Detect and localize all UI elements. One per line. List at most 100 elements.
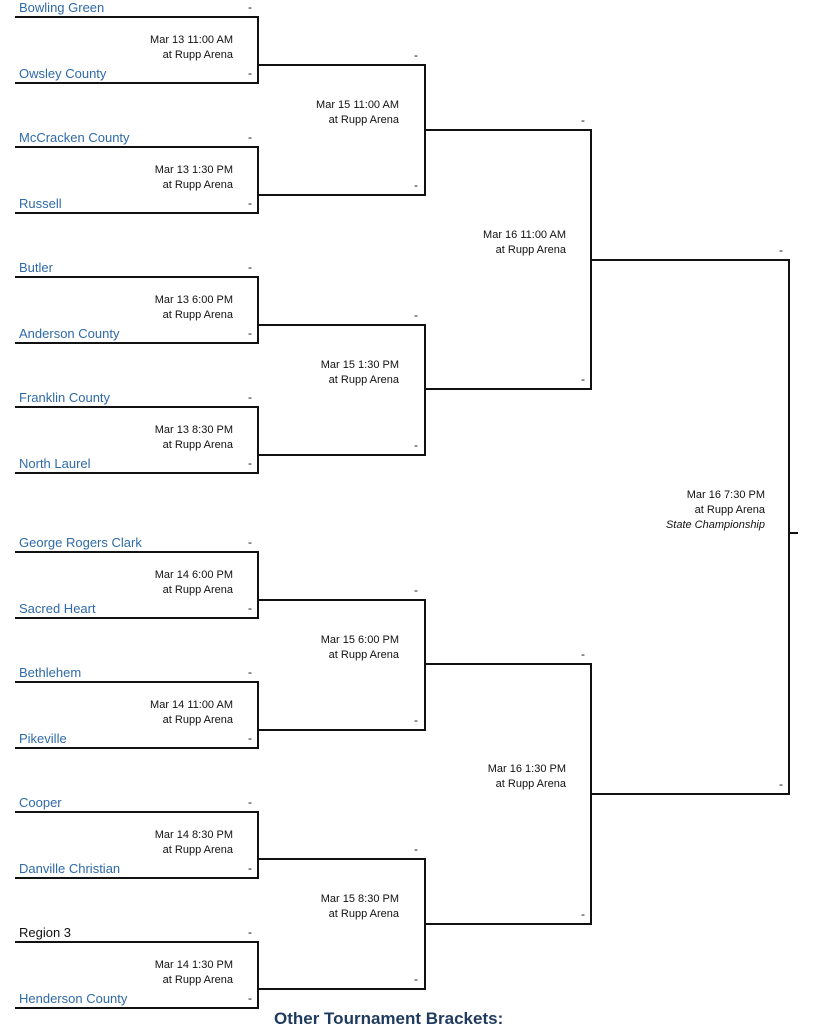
game-venue: at Rupp Arena xyxy=(328,114,399,126)
team-line xyxy=(591,259,790,261)
other-brackets-heading: Other Tournament Brackets: xyxy=(274,1009,504,1028)
game-venue: at Rupp Arena xyxy=(328,649,399,661)
score: - xyxy=(414,438,418,452)
game-venue: at Rupp Arena xyxy=(495,244,566,256)
team-line xyxy=(258,64,426,66)
team-line xyxy=(15,82,259,84)
game-date: Mar 15 11:00 AM xyxy=(316,99,399,111)
score: - xyxy=(248,731,252,745)
team-line xyxy=(591,793,790,795)
team-link[interactable]: Owsley County xyxy=(19,66,107,81)
team-line xyxy=(15,617,259,619)
game-date: Mar 15 8:30 PM xyxy=(320,893,399,905)
team-line xyxy=(258,988,426,990)
bracket-connector xyxy=(257,406,259,474)
team-line xyxy=(15,877,259,879)
score: - xyxy=(248,601,252,615)
score: - xyxy=(248,795,252,809)
score: - xyxy=(248,665,252,679)
game-venue: at Rupp Arena xyxy=(162,844,233,856)
bracket-connector xyxy=(424,599,426,731)
game-venue: at Rupp Arena xyxy=(694,504,765,516)
game-info: Mar 15 1:30 PM at Rupp Arena xyxy=(321,358,399,388)
game-date: Mar 13 11:00 AM xyxy=(150,34,233,46)
game-date: Mar 16 1:30 PM xyxy=(487,763,566,775)
team-link[interactable]: Henderson County xyxy=(19,991,128,1006)
game-info: Mar 13 8:30 PM at Rupp Arena xyxy=(155,423,233,453)
score: - xyxy=(248,535,252,549)
game-info: Mar 15 11:00 AM at Rupp Arena xyxy=(316,98,399,128)
bracket-connector xyxy=(257,681,259,749)
score: - xyxy=(581,113,585,127)
team-line xyxy=(258,194,426,196)
game-date: Mar 14 11:00 AM xyxy=(150,699,233,711)
team-link[interactable]: Cooper xyxy=(19,795,62,810)
score: - xyxy=(414,583,418,597)
team-link[interactable]: Danville Christian xyxy=(19,861,121,876)
score: - xyxy=(248,991,252,1005)
bracket-connector xyxy=(257,941,259,1009)
game-date: Mar 16 11:00 AM xyxy=(483,229,566,241)
score: - xyxy=(414,842,418,856)
score: - xyxy=(248,130,252,144)
game-date: Mar 13 8:30 PM xyxy=(154,424,233,436)
game-venue: at Rupp Arena xyxy=(328,908,399,920)
team-link[interactable]: Russell xyxy=(19,196,62,211)
team-link[interactable]: George Rogers Clark xyxy=(19,535,142,550)
score: - xyxy=(248,861,252,875)
game-info: Mar 15 8:30 PM at Rupp Arena xyxy=(321,892,399,922)
game-info: Mar 14 1:30 PM at Rupp Arena xyxy=(155,958,233,988)
team-link[interactable]: Bowling Green xyxy=(19,0,105,15)
team-link[interactable]: North Laurel xyxy=(19,456,91,471)
game-date: Mar 15 1:30 PM xyxy=(320,359,399,371)
game-venue: at Rupp Arena xyxy=(162,439,233,451)
team-line xyxy=(425,129,592,131)
team-line xyxy=(258,729,426,731)
team-line xyxy=(15,16,259,18)
score: - xyxy=(248,196,252,210)
team-line xyxy=(258,454,426,456)
team-link[interactable]: McCracken County xyxy=(19,130,130,145)
game-venue: at Rupp Arena xyxy=(162,49,233,61)
game-info: Mar 13 11:00 AM at Rupp Arena xyxy=(150,33,233,63)
game-date: Mar 15 6:00 PM xyxy=(320,634,399,646)
score: - xyxy=(414,972,418,986)
game-date: Mar 14 1:30 PM xyxy=(154,959,233,971)
champion-line xyxy=(789,532,798,534)
team-link[interactable]: Anderson County xyxy=(19,326,120,341)
score: - xyxy=(248,456,252,470)
score: - xyxy=(248,390,252,404)
team-line xyxy=(15,212,259,214)
game-date: Mar 16 7:30 PM xyxy=(686,489,765,501)
score: - xyxy=(581,907,585,921)
team-link[interactable]: Butler xyxy=(19,260,53,275)
score: - xyxy=(779,243,783,257)
game-venue: at Rupp Arena xyxy=(328,374,399,386)
game-venue: at Rupp Arena xyxy=(162,974,233,986)
bracket-connector xyxy=(257,276,259,344)
team-line xyxy=(15,681,259,683)
team-line xyxy=(258,858,426,860)
team-link[interactable]: Bethlehem xyxy=(19,665,82,680)
team-line xyxy=(258,599,426,601)
score: - xyxy=(414,308,418,322)
score: - xyxy=(414,713,418,727)
team-line xyxy=(425,923,592,925)
team-name: Region 3 xyxy=(19,925,72,940)
team-line xyxy=(15,551,259,553)
team-line xyxy=(15,146,259,148)
score: - xyxy=(248,925,252,939)
score: - xyxy=(248,326,252,340)
team-link[interactable]: Pikeville xyxy=(19,731,67,746)
game-venue: at Rupp Arena xyxy=(162,309,233,321)
team-link[interactable]: Franklin County xyxy=(19,390,111,405)
team-link[interactable]: Sacred Heart xyxy=(19,601,96,616)
team-line xyxy=(425,388,592,390)
